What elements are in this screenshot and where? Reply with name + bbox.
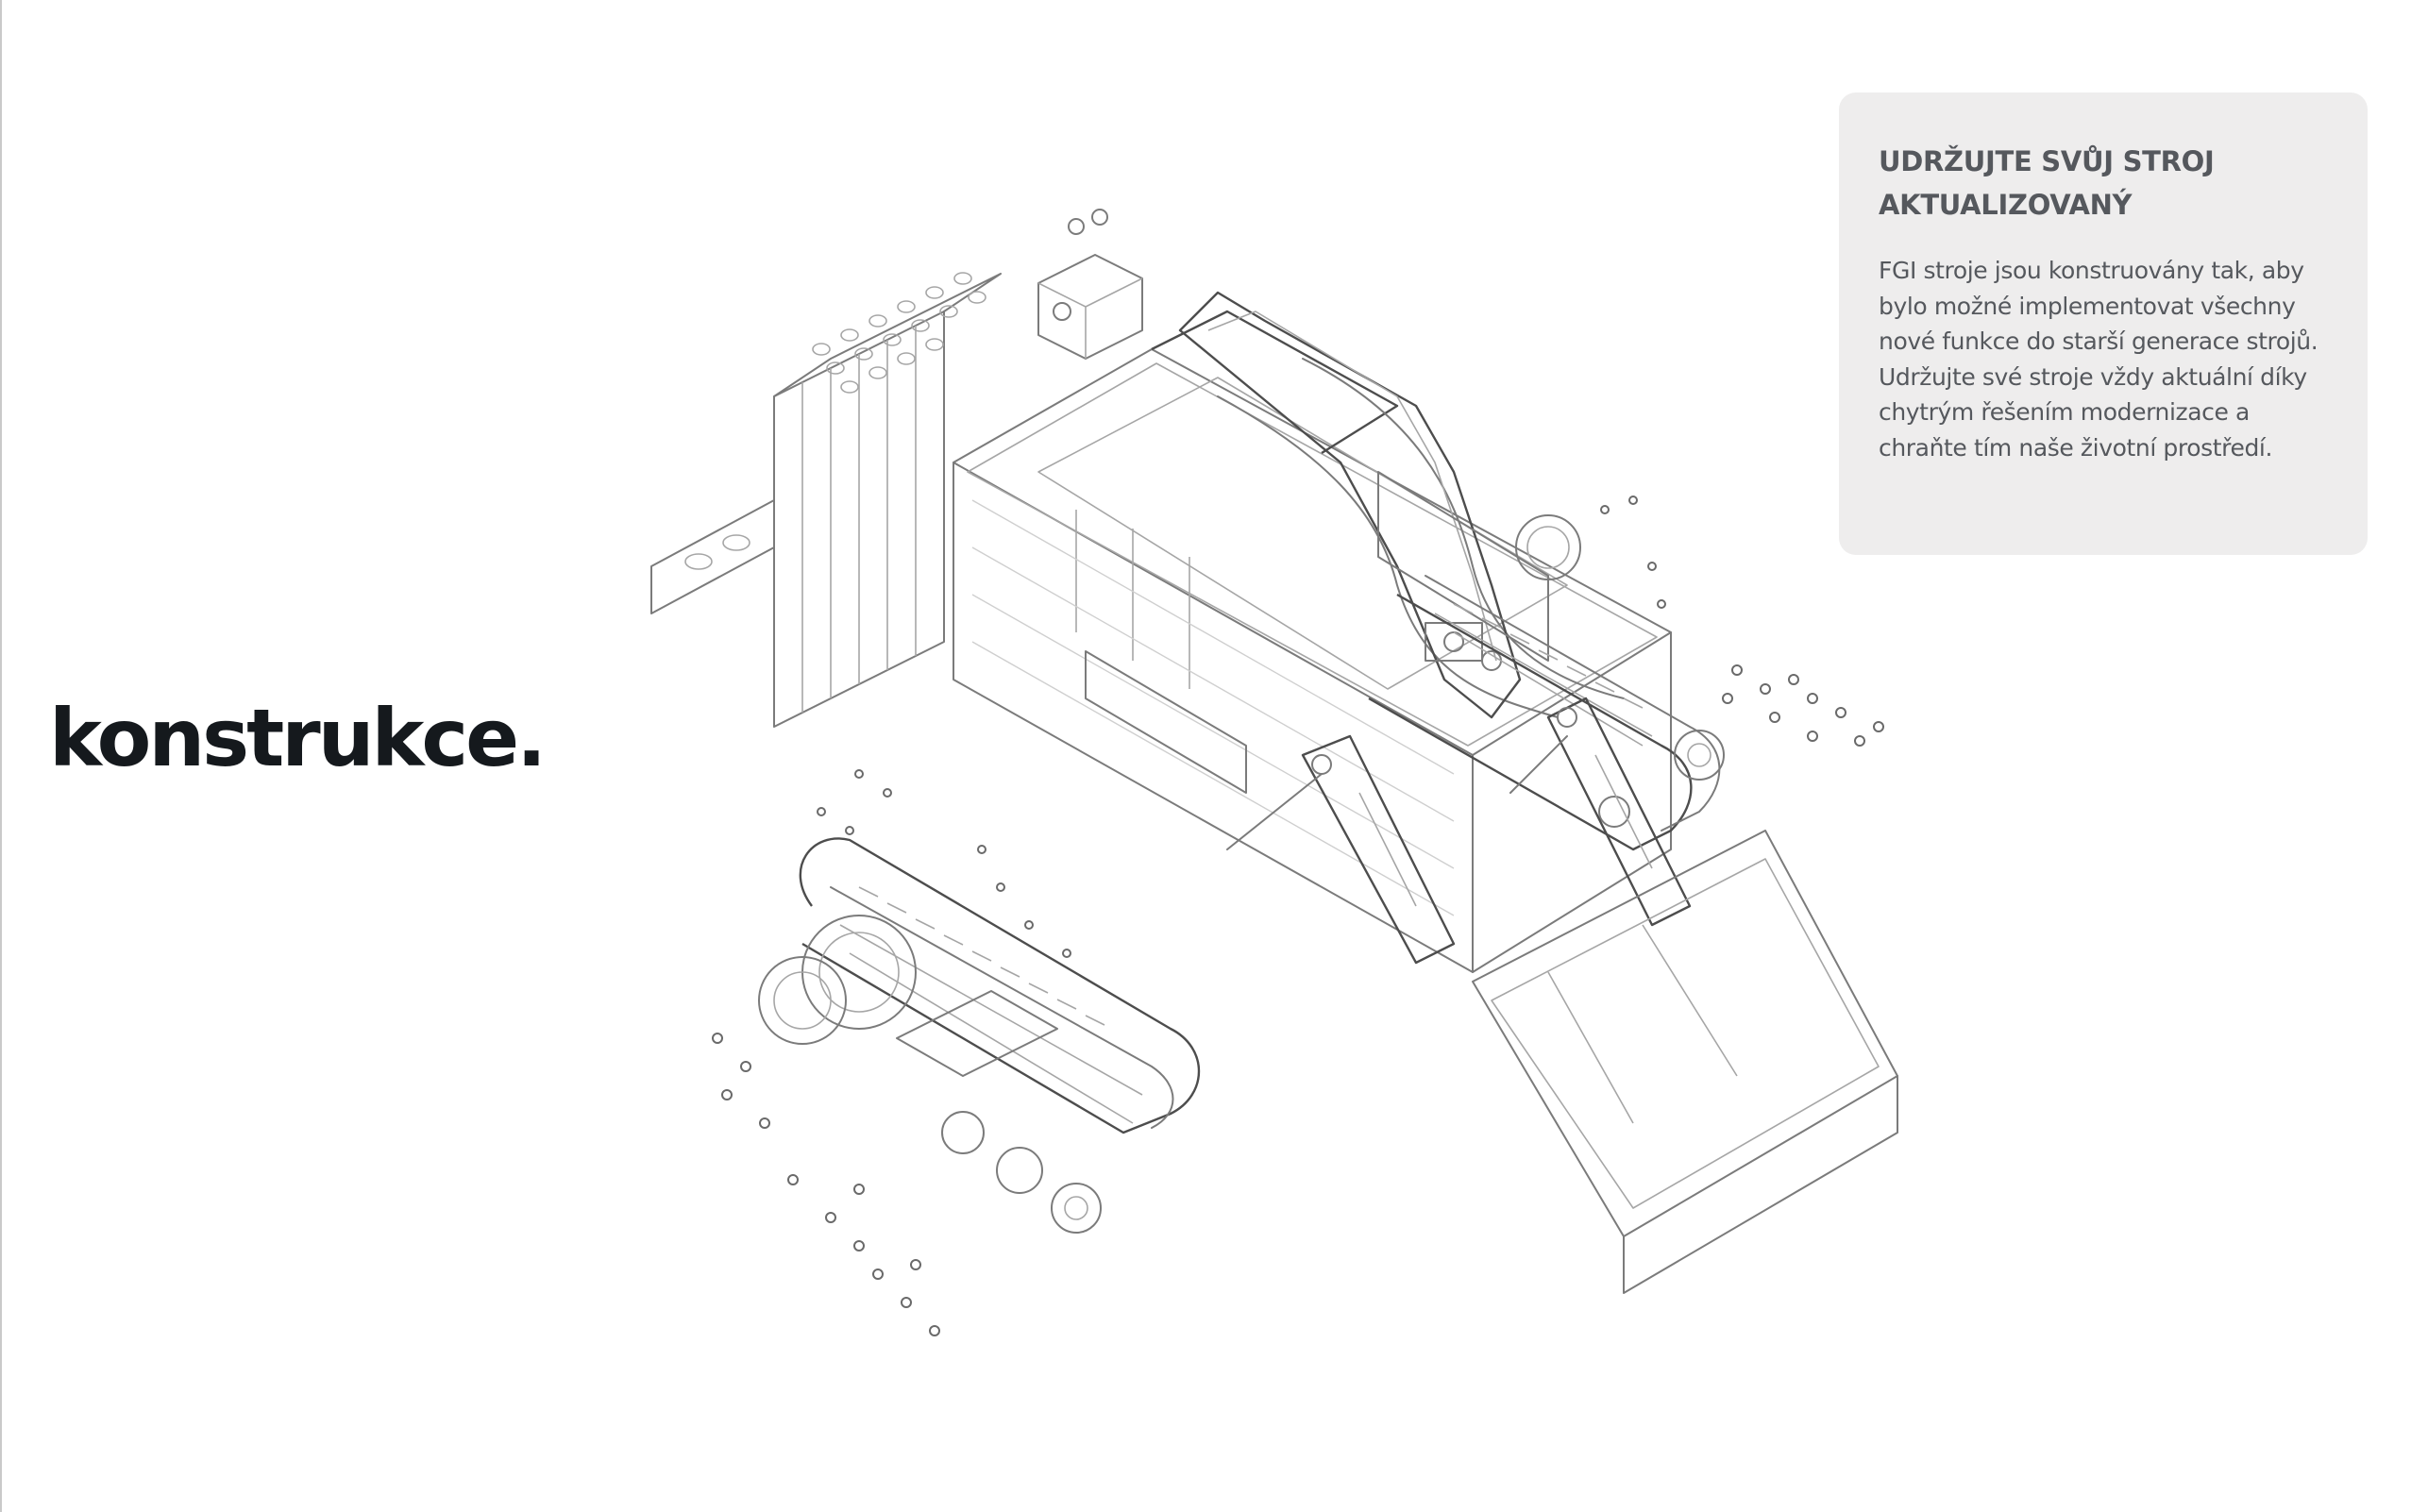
left-track bbox=[758, 837, 1201, 1234]
engine-cover bbox=[1178, 291, 1549, 719]
control-unit bbox=[1037, 209, 1143, 360]
info-card: UDRŽUJTE SVŮJ STROJ AKTUALIZOVANÝ FGI st… bbox=[1839, 92, 2368, 555]
lift-arms bbox=[1226, 697, 1692, 965]
right-track bbox=[1368, 514, 1725, 851]
page-title: konstrukce. bbox=[49, 692, 547, 784]
chassis-frame bbox=[953, 310, 1672, 973]
page-left-border bbox=[0, 0, 2, 1512]
fasteners bbox=[712, 496, 1884, 1336]
info-card-heading: UDRŽUJTE SVŮJ STROJ AKTUALIZOVANÝ bbox=[1879, 145, 2215, 221]
bucket bbox=[1472, 830, 1898, 1294]
exploded-view-illustration bbox=[642, 189, 2001, 1416]
info-card-body: FGI stroje jsou konstruovány tak, aby by… bbox=[1879, 257, 2318, 462]
loader-line-drawing bbox=[650, 209, 1898, 1336]
battery-pack bbox=[650, 272, 1002, 728]
